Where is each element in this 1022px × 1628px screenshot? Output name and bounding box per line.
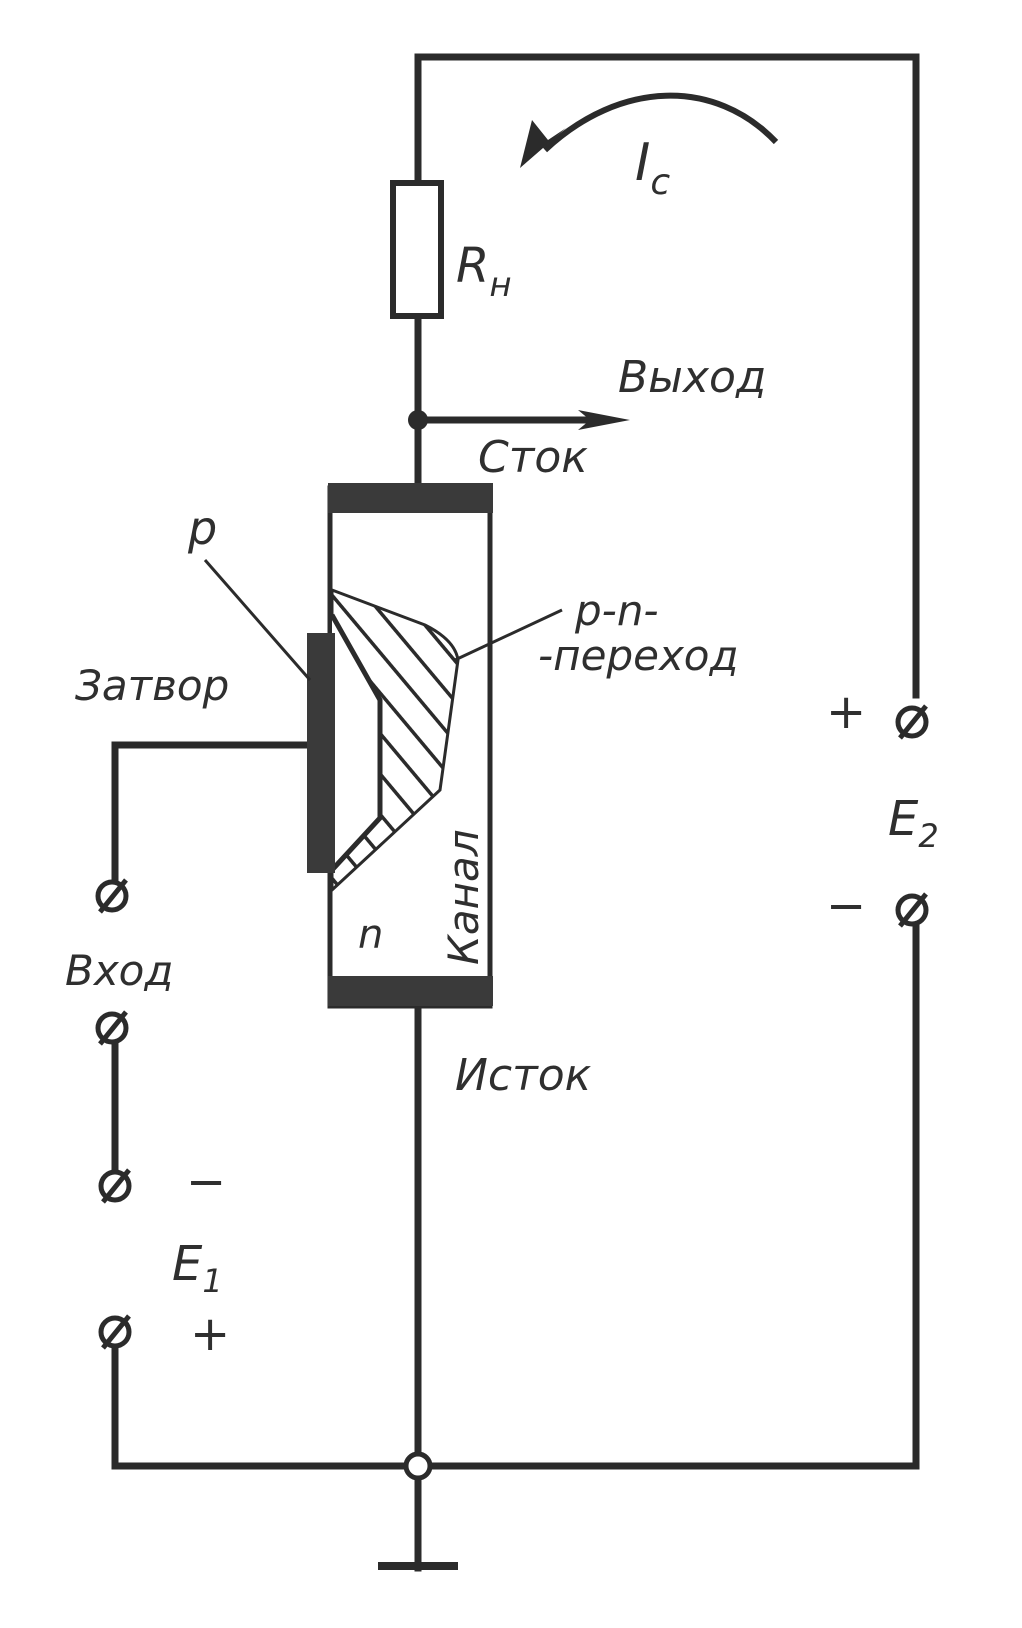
transistor	[307, 483, 493, 1009]
e1-minus-terminal	[98, 1168, 132, 1204]
output-label: Выход	[618, 352, 766, 403]
pn-junction-label-1: p-n-	[574, 586, 659, 635]
pn-leader-line	[454, 608, 563, 662]
gate-electrode	[307, 633, 335, 873]
current-arrowhead	[520, 120, 566, 168]
p-region-label: p	[187, 501, 217, 555]
ground-node	[403, 1451, 433, 1481]
e2-minus-terminal	[895, 892, 929, 928]
e2-label: E2	[888, 791, 939, 855]
e1-plus-sign: +	[190, 1306, 230, 1362]
depletion-inner-boundary	[329, 613, 383, 872]
load-label: Rн	[456, 238, 512, 305]
gate-label: Затвор	[75, 661, 229, 710]
output-junction-dot	[408, 410, 428, 430]
load-resistor	[390, 180, 444, 319]
current-arrow-icon	[542, 92, 779, 153]
drain-electrode	[328, 483, 493, 513]
e1-label: E1	[172, 1236, 223, 1300]
terminals	[95, 704, 929, 1350]
wire-gate	[111, 741, 309, 884]
gate-terminal	[95, 878, 129, 914]
output-arrow-icon	[578, 410, 630, 430]
e2-minus-sign: −	[826, 878, 866, 934]
e1-plus-terminal	[98, 1314, 132, 1350]
input-lower-terminal	[95, 1010, 129, 1046]
ground-symbol	[378, 1562, 458, 1570]
pn-junction-label-2: -переход	[538, 631, 739, 680]
wire-bottom-left	[111, 1344, 410, 1470]
n-region-label: n	[358, 912, 383, 958]
wires	[111, 53, 920, 1572]
input-label: Вход	[65, 946, 173, 995]
current-label: Ic	[635, 133, 670, 203]
p-leader-line	[203, 559, 312, 681]
e2-plus-sign: +	[826, 684, 866, 740]
drain-label: Сток	[478, 432, 588, 483]
wire-top	[414, 53, 920, 699]
e2-plus-terminal	[895, 704, 929, 740]
channel-label: Канал	[439, 829, 488, 965]
source-electrode	[328, 976, 493, 1006]
e1-minus-sign: −	[186, 1154, 226, 1210]
source-label: Исток	[455, 1050, 592, 1101]
